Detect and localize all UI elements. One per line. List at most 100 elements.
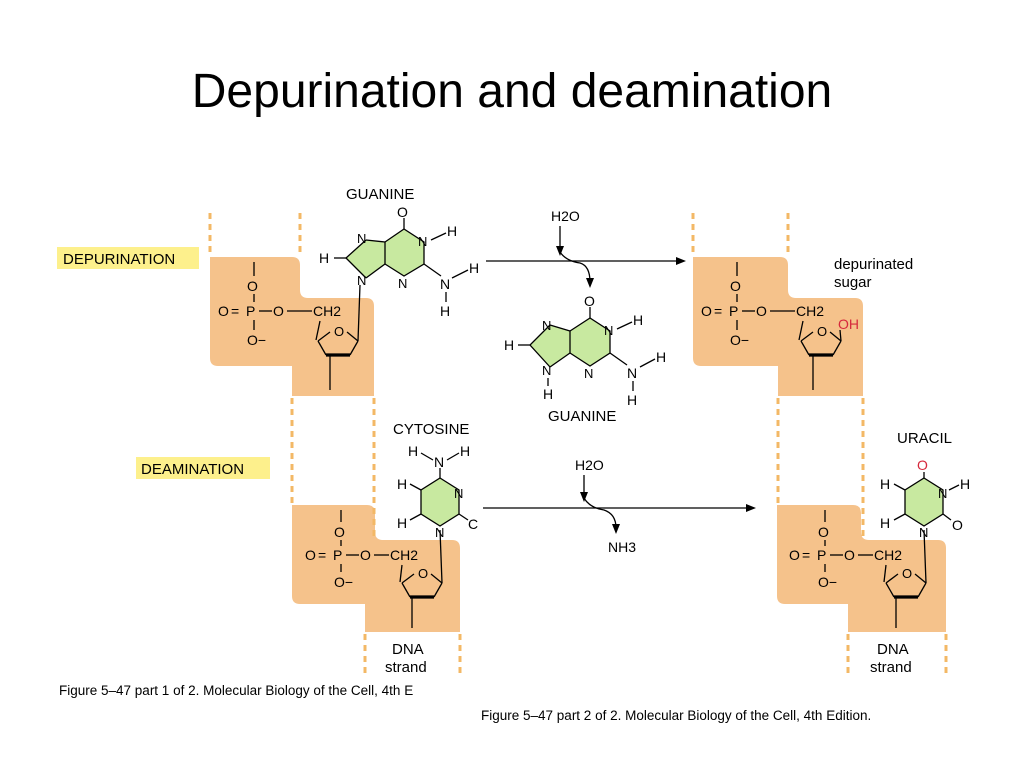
uracil-molecule: N N O H O H H — [880, 457, 970, 540]
atom-label: H — [627, 392, 637, 408]
svg-text:=: = — [714, 303, 722, 319]
atom-label: O — [334, 324, 344, 339]
atom-label: N — [398, 276, 407, 291]
atom-label: O — [789, 547, 800, 563]
backbone-deamination-left — [292, 505, 460, 632]
backbone-deamination-right — [777, 505, 946, 632]
slide-title: Depurination and deamination — [191, 65, 833, 118]
atom-label: N — [435, 525, 444, 540]
atom-label: CH2 — [390, 547, 418, 563]
atom-label: O — [701, 303, 712, 319]
deamination-label: DEAMINATION — [141, 461, 244, 478]
atom-label: P — [729, 303, 738, 319]
atom-label: H — [397, 476, 407, 492]
atom-label: O — [305, 547, 316, 563]
guanine-attached-molecule: O N N N N H H N H H — [319, 204, 479, 319]
atom-label: O− — [818, 574, 837, 590]
atom-label: N — [454, 486, 463, 501]
atom-label: N — [434, 454, 444, 470]
atom-label: CH2 — [874, 547, 902, 563]
backbone-depurination-right — [693, 257, 863, 396]
atom-label: N — [357, 273, 366, 288]
backbone-depurination-left — [210, 257, 374, 396]
figure-caption-part2: Figure 5–47 part 2 of 2. Molecular Biolo… — [481, 708, 872, 723]
guanine-label-top: GUANINE — [346, 186, 414, 203]
hydroxyl-label: OH — [838, 316, 859, 332]
atom-label: P — [246, 303, 255, 319]
atom-label-red: O — [917, 457, 928, 473]
atom-label: O — [360, 547, 371, 563]
atom-label: H — [319, 250, 329, 266]
depurination-reaction-arrow: H2O — [486, 208, 686, 288]
atom-label: O− — [334, 574, 353, 590]
figure-caption-part1: Figure 5–47 part 1 of 2. Molecular Biolo… — [59, 683, 414, 698]
atom-label: H — [397, 515, 407, 531]
atom-label: N — [604, 323, 613, 338]
atom-label: CH2 — [313, 303, 341, 319]
atom-label: O — [818, 524, 829, 540]
atom-label: H — [408, 443, 418, 459]
deamination-reaction-arrow: H2O NH3 — [483, 457, 756, 555]
atom-label: H — [656, 349, 666, 365]
strand-dashes — [208, 213, 948, 676]
uracil-label: URACIL — [897, 430, 952, 447]
atom-label: H — [469, 260, 479, 276]
atom-label: N — [938, 486, 947, 501]
atom-label: O — [247, 278, 258, 294]
atom-label: N — [584, 366, 593, 381]
atom-label: O — [218, 303, 229, 319]
cytosine-molecule: N N N H H H H C — [397, 443, 478, 540]
atom-label: O− — [247, 332, 266, 348]
atom-label: N — [542, 363, 551, 378]
atom-label-clipped: C — [468, 516, 478, 532]
sugar-phosphate-depurination-right: O O = P O CH2 O− O OH — [701, 262, 859, 390]
atom-label: H — [447, 223, 457, 239]
water-label-1: H2O — [551, 208, 580, 224]
svg-text:=: = — [318, 547, 326, 563]
atom-label: O — [273, 303, 284, 319]
atom-label: N — [919, 525, 928, 540]
cytosine-label: CYTOSINE — [393, 421, 469, 438]
atom-label: CH2 — [796, 303, 824, 319]
dna-strand-label-right-line2: strand — [870, 659, 912, 676]
sugar-phosphate-deamination-right: O O = P O CH2 O− O — [789, 510, 927, 628]
atom-label: N — [440, 276, 450, 292]
atom-label: H — [543, 386, 553, 402]
atom-label: O — [902, 566, 912, 581]
atom-label: P — [333, 547, 342, 563]
depurination-label: DEPURINATION — [63, 251, 175, 268]
dna-strand-label-left-line1: DNA — [392, 641, 424, 658]
atom-label: O — [756, 303, 767, 319]
svg-text:=: = — [802, 547, 810, 563]
atom-label: P — [817, 547, 826, 563]
ammonia-label: NH3 — [608, 539, 636, 555]
dna-strand-label-right-line1: DNA — [877, 641, 909, 658]
dna-strand-label-left-line2: strand — [385, 659, 427, 676]
atom-label: N — [542, 318, 551, 333]
atom-label: N — [357, 231, 366, 246]
sugar-phosphate-deamination-left: O O = P O CH2 O− O — [305, 510, 443, 628]
guanine-label-released: GUANINE — [548, 408, 616, 425]
atom-label: O — [584, 293, 595, 309]
atom-label: N — [418, 234, 427, 249]
atom-label: O — [952, 517, 963, 533]
atom-label: H — [504, 337, 514, 353]
guanine-released-molecule: O N N N N H H H N H H — [504, 293, 666, 408]
atom-label: H — [880, 515, 890, 531]
atom-label: H — [460, 443, 470, 459]
svg-text:=: = — [231, 303, 239, 319]
atom-label: H — [633, 312, 643, 328]
atom-label: N — [627, 365, 637, 381]
atom-label: O — [397, 204, 408, 220]
atom-label: O — [844, 547, 855, 563]
atom-label: O — [418, 566, 428, 581]
atom-label: O — [334, 524, 345, 540]
atom-label: O — [730, 278, 741, 294]
atom-label: H — [960, 476, 970, 492]
sugar-phosphate-depurination-left: O O = P O CH2 O− O — [218, 262, 361, 390]
deamination-label-highlight — [136, 457, 270, 479]
atom-label: O− — [730, 332, 749, 348]
depurination-label-highlight — [57, 247, 199, 269]
atom-label: O — [817, 324, 827, 339]
